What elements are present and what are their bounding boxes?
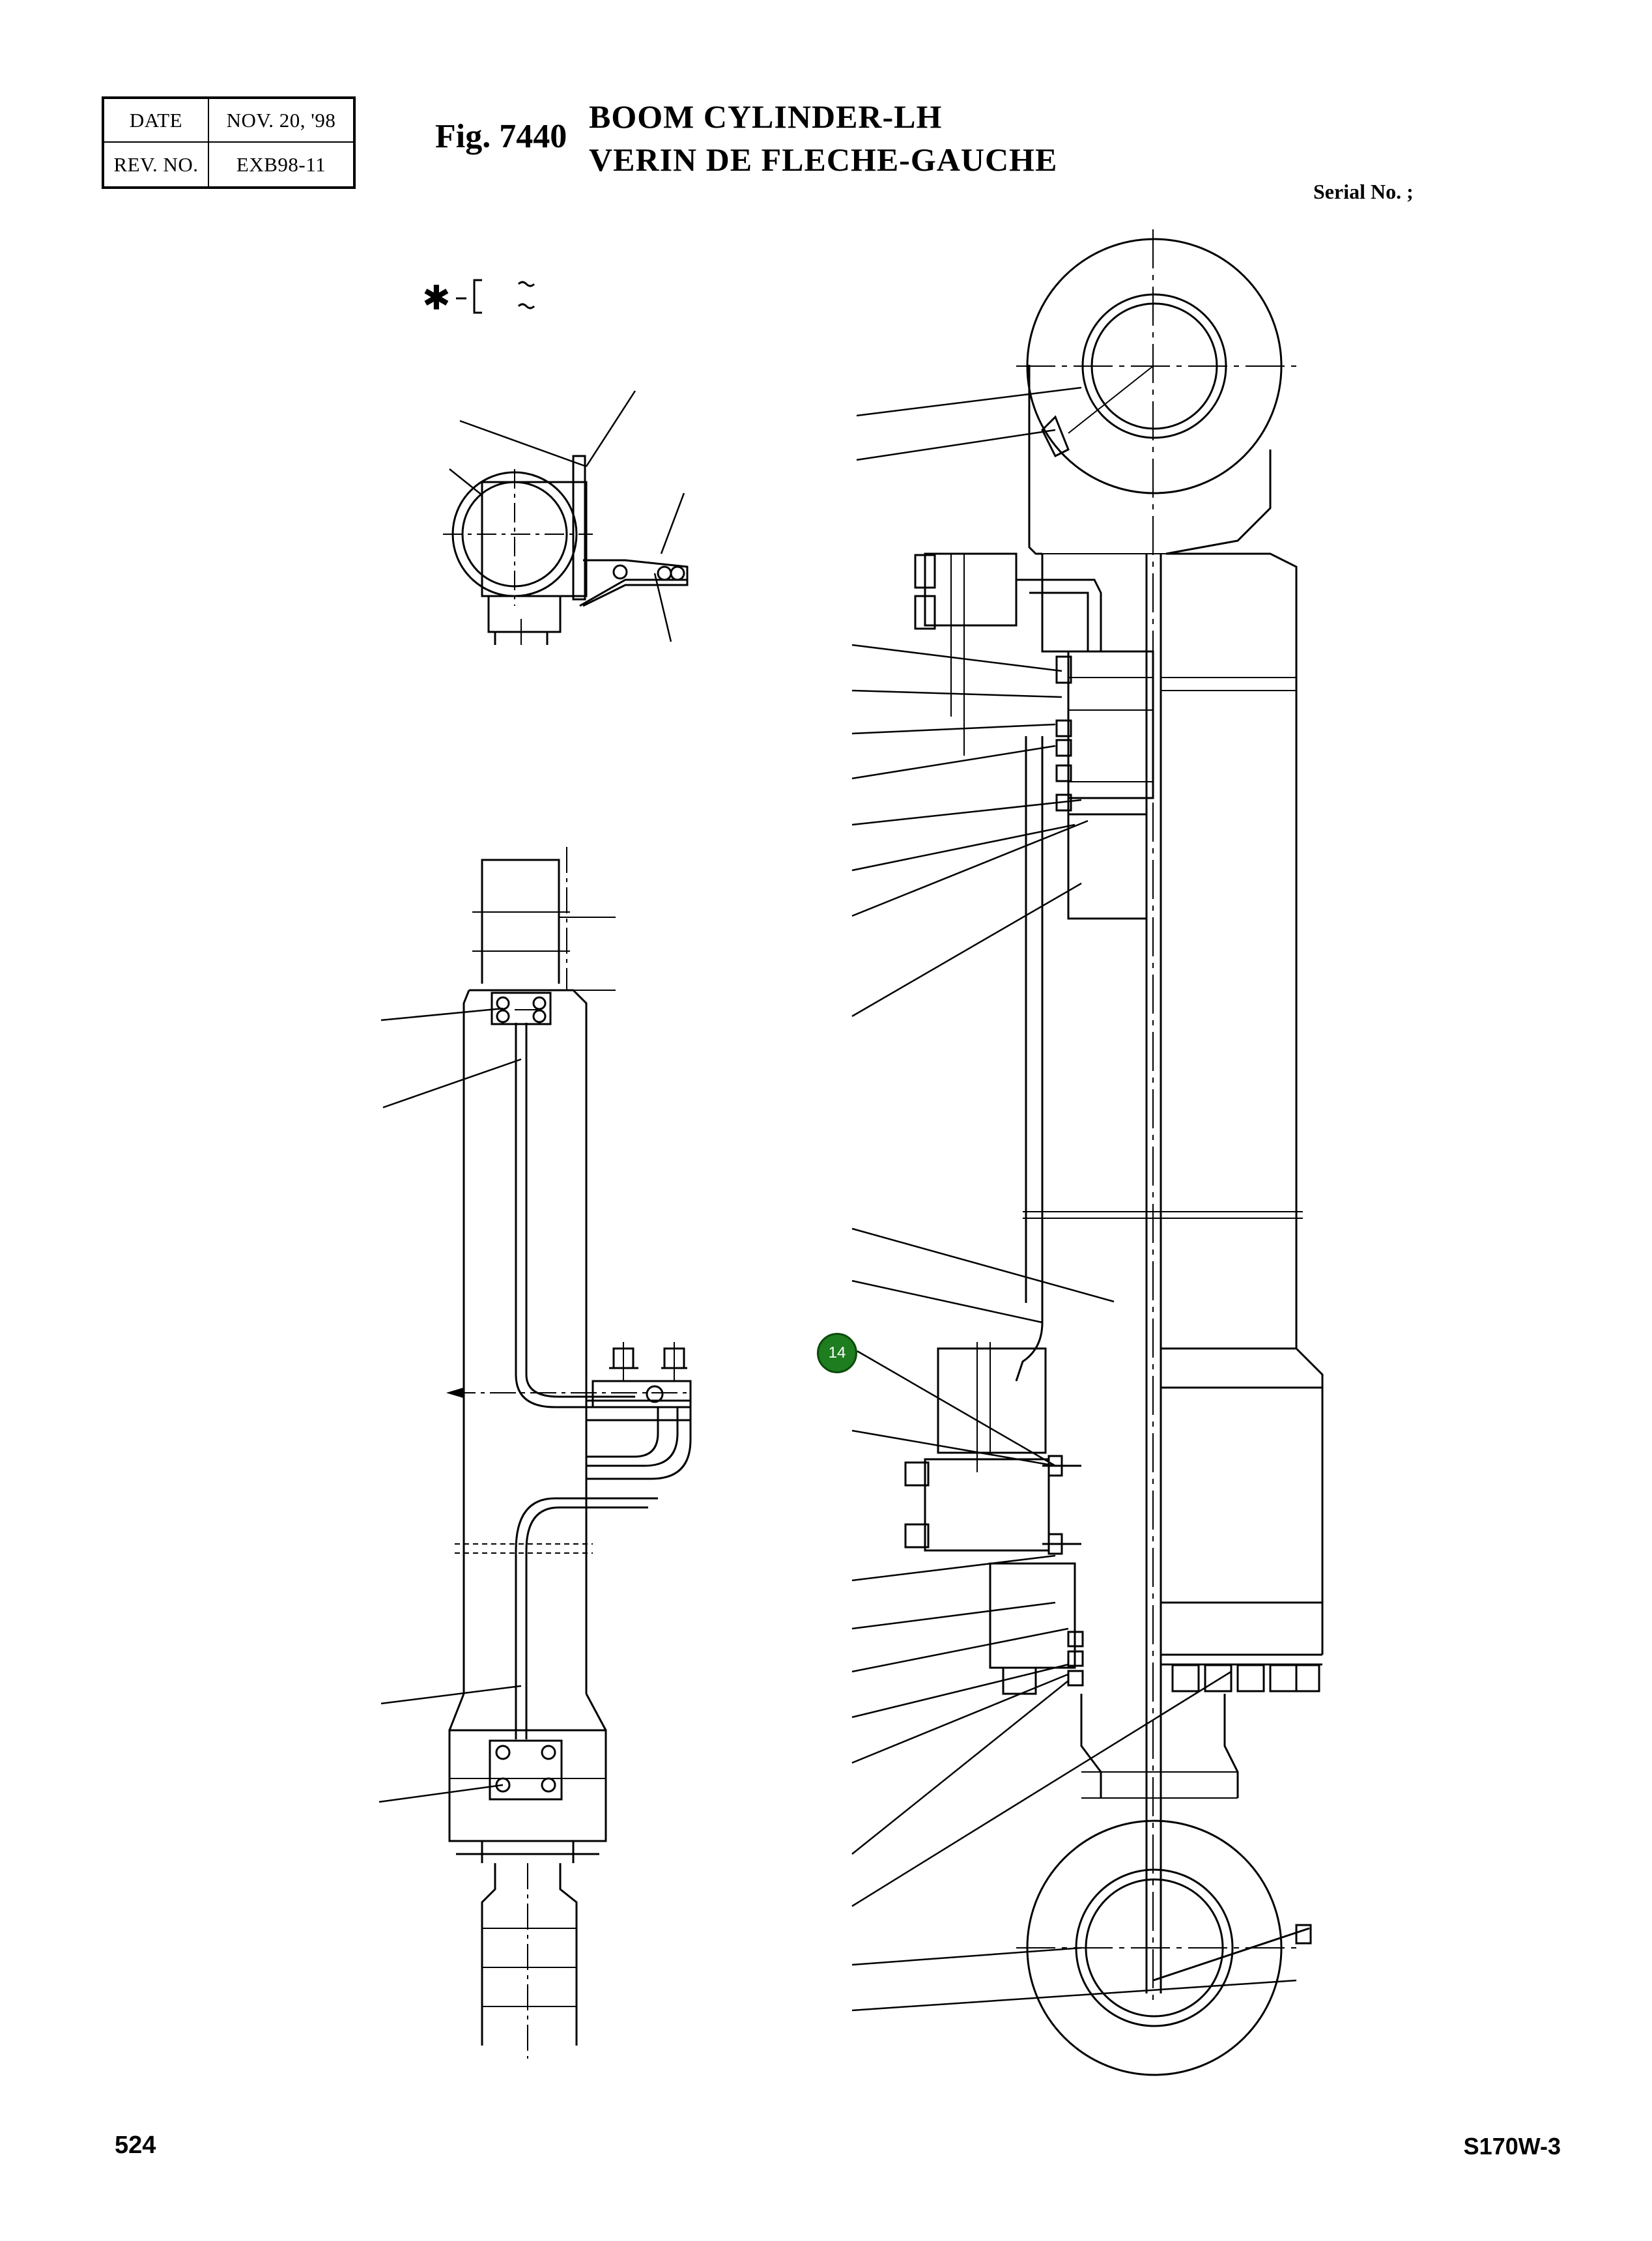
- clamp-leader-lines: [449, 390, 685, 642]
- callout-marker-14[interactable]: 14: [817, 1333, 857, 1373]
- title-french: VERIN DE FLECHE-GAUCHE: [589, 141, 1058, 178]
- section-view-leader-lines: [851, 386, 1297, 2012]
- figure-number: Fig. 7440: [435, 118, 567, 155]
- side-view-leader-lines: [378, 1007, 522, 1803]
- rev-label: REV. NO.: [104, 143, 209, 186]
- section-view-cylinder: [904, 229, 1324, 2076]
- legend-symbol: ✱: [422, 279, 451, 318]
- serial-number-label: Serial No. ;: [1313, 180, 1414, 203]
- page-number: 524: [115, 2132, 156, 2159]
- date-label: DATE: [104, 99, 209, 143]
- revision-table: DATE NOV. 20, '98 REV. NO. EXB98-11: [102, 96, 356, 189]
- clamp-detail: [443, 455, 689, 645]
- model-code: S170W-3: [1463, 2133, 1561, 2160]
- rev-value: EXB98-11: [236, 152, 326, 176]
- side-view-cylinder: [446, 847, 692, 2059]
- title-english: BOOM CYLINDER-LH: [589, 98, 943, 135]
- legend-bracket: [456, 279, 535, 314]
- date-value: NOV. 20, '98: [209, 99, 353, 143]
